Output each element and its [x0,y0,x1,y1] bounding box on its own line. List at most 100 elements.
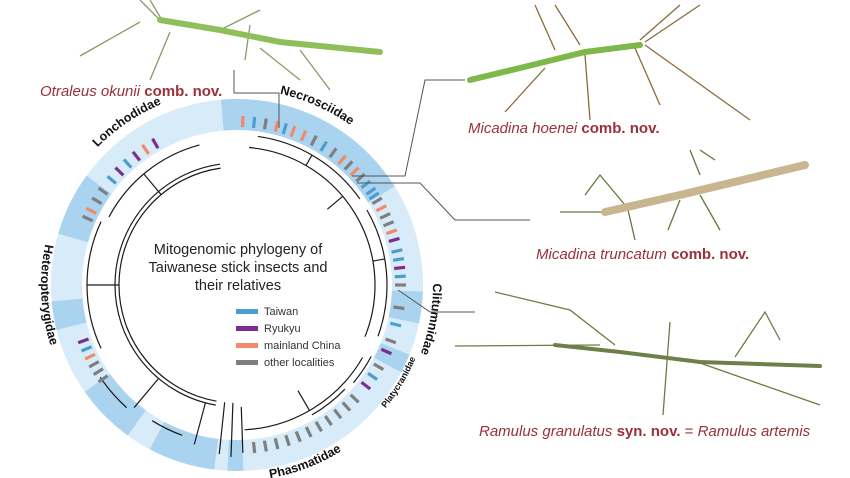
tip-marker [333,408,343,420]
tip-marker [392,256,405,262]
tip-marker [262,118,268,130]
insect-leg [689,149,701,176]
tip-marker [367,372,379,381]
tip-marker [375,204,387,213]
tip-marker [97,186,109,196]
insect-leg [662,321,671,416]
insect-leg [554,4,581,46]
tip-marker [88,360,100,369]
tip-marker [360,381,372,391]
tip-marker [368,191,380,201]
species-name: Ramulus granulatus [479,423,613,440]
caption-otraleus: Otraleus okunii comb. nov. [40,83,222,100]
insect-leg [639,4,681,41]
tip-marker [131,150,141,162]
tip-marker [81,214,94,223]
tip-marker [251,116,257,129]
branch-arc [151,420,183,436]
species-name: Otraleus okunii [40,83,141,100]
tip-marker [388,236,400,243]
insect-photos [79,0,822,416]
ring-segment [380,317,419,355]
tip-markers [77,116,406,454]
tip-marker [294,430,302,443]
legend-item-ryukyu: Ryukyu [236,320,340,337]
legend-label: other localities [264,356,335,369]
leader-truncatum [357,182,530,221]
status: comb. nov. [144,83,223,100]
ring-segment [51,298,87,330]
insect-leg [149,31,171,81]
tip-marker [262,440,268,452]
caption-hoenei: Micadina hoenei comb. nov. [468,120,659,137]
branch-arc [118,167,221,402]
ring-segment [127,410,165,450]
legend-item-mainland-china: mainland China [236,337,340,354]
tip-marker [365,186,377,196]
tip-marker [80,345,93,353]
tip-marker [114,166,125,177]
insect-leg [634,47,661,106]
swatch-taiwan [236,309,258,314]
branch-radial [297,390,311,411]
insect-leg [259,47,301,81]
tip-marker [319,140,328,152]
tip-marker [341,401,352,412]
tip-marker [379,212,391,220]
branch-arc [248,146,376,337]
leader-hoenei [352,79,465,177]
figure-title: Mitogenomic phylogeny of Taiwanese stick… [138,241,338,295]
insect-leg [149,0,163,21]
branch-arc [244,357,364,431]
tip-marker [324,415,333,427]
insect-leg [627,209,636,241]
legend: Taiwan Ryukyu mainland China other local… [236,303,340,371]
insect-leg [699,362,821,406]
title-line: their relatives [194,278,282,294]
species-name: Micadina hoenei [468,120,578,137]
tip-marker [122,158,133,169]
insect-leg [504,67,546,113]
insect-leg [584,54,591,121]
insect-leg [699,149,716,161]
insect-body [157,17,383,55]
tip-marker [349,393,360,404]
legend-item-taiwan: Taiwan [236,303,340,320]
caption-truncatum: Micadina truncatum comb. nov. [536,246,749,263]
insect-leg [644,44,751,121]
tip-marker [309,135,318,147]
tip-marker [304,426,313,438]
insect-leg [454,344,601,347]
insect-truncatum [560,149,809,241]
leader-lines [233,70,530,313]
swatch-mainland-china [236,343,258,348]
status: syn. nov. [616,423,681,440]
tip-marker [299,129,308,142]
tip-marker [91,196,103,205]
branch-radial [143,173,162,195]
branch-arc [114,163,221,406]
tree-branches [86,135,388,457]
tip-marker [337,154,347,165]
tip-marker [151,137,160,149]
leader-ramulus [397,289,475,313]
tip-marker [349,166,360,177]
tip-marker [77,337,90,345]
legend-item-other: other localities [236,354,340,371]
branch-radial [218,402,226,455]
tip-marker [373,362,385,371]
caption-ramulus: Ramulus granulatus syn. nov. = Ramulus a… [479,423,810,440]
insect-leg [79,21,141,57]
insect-hoenei [467,4,751,121]
ring-segment [58,175,112,243]
tip-marker [394,274,406,279]
insect-leg [734,310,781,358]
tip-marker [391,248,403,254]
ring-segment [227,439,244,471]
equals: = [680,423,698,440]
tip-marker [106,175,117,185]
insect-ramulus [454,291,822,416]
branch-arc [366,209,388,337]
